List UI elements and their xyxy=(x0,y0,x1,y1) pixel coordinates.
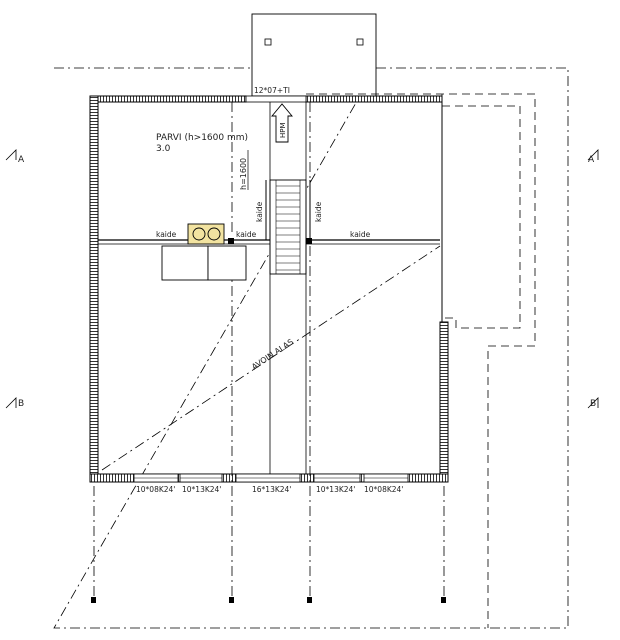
top-window xyxy=(245,95,307,103)
svg-text:B: B xyxy=(18,399,24,409)
stair-steps xyxy=(276,185,300,271)
staircase xyxy=(269,179,307,275)
kaide-label-left: kaide xyxy=(156,230,177,239)
window-label-2: 10*13K24' xyxy=(182,485,221,494)
section-mark-b-left: B xyxy=(5,397,24,409)
roof-extension-inner xyxy=(442,105,521,329)
height-note: h=1600 xyxy=(239,158,248,190)
svg-text:B: B xyxy=(590,399,596,409)
wall-top-right xyxy=(305,95,443,103)
chimney-flues xyxy=(187,223,225,245)
window-label-1: 10*08K24' xyxy=(136,485,175,494)
hpm-arrow xyxy=(271,103,293,143)
post-2 xyxy=(229,597,234,603)
room-area: 3.0 xyxy=(156,144,171,154)
lower-box-left xyxy=(161,245,209,281)
railing-post-1 xyxy=(228,238,234,244)
window-label-3: 16*13K24' xyxy=(252,485,291,494)
bottom-windows xyxy=(133,473,409,483)
top-window-label: 12*07+TI xyxy=(254,86,290,95)
lower-box-right xyxy=(207,245,247,281)
svg-text:A: A xyxy=(588,155,595,165)
hpm-label: HPM xyxy=(279,122,287,138)
open-below-diagonal xyxy=(101,245,441,471)
chimney-box xyxy=(251,13,377,97)
kaide-label-mid: kaide xyxy=(236,230,257,239)
window-label-4: 10*13K24' xyxy=(316,485,355,494)
railing-post-2 xyxy=(306,238,312,244)
section-mark-a-left: A xyxy=(5,149,25,165)
avoin-label: AVOIN ALAS xyxy=(250,337,295,371)
roof-extension-outer xyxy=(306,93,536,628)
section-mark-b-right: B xyxy=(587,397,599,409)
roof-outline xyxy=(53,67,569,629)
kaide-label-vertical-left: kaide xyxy=(255,201,264,222)
svg-text:A: A xyxy=(18,155,25,165)
wall-right xyxy=(439,321,449,481)
wall-left xyxy=(89,95,99,481)
post-1 xyxy=(91,597,96,603)
post-3 xyxy=(307,597,312,603)
post-4 xyxy=(441,597,446,603)
chimney-vent-left xyxy=(264,38,272,46)
kaide-label-vertical-right: kaide xyxy=(314,201,323,222)
window-label-5: 10*08K24' xyxy=(364,485,403,494)
section-mark-a-right: A xyxy=(587,149,599,165)
chimney-vent-right xyxy=(356,38,364,46)
wall-top-left xyxy=(89,95,247,103)
kaide-label-right: kaide xyxy=(350,230,371,239)
room-name: PARVI (h>1600 mm) xyxy=(156,133,248,143)
